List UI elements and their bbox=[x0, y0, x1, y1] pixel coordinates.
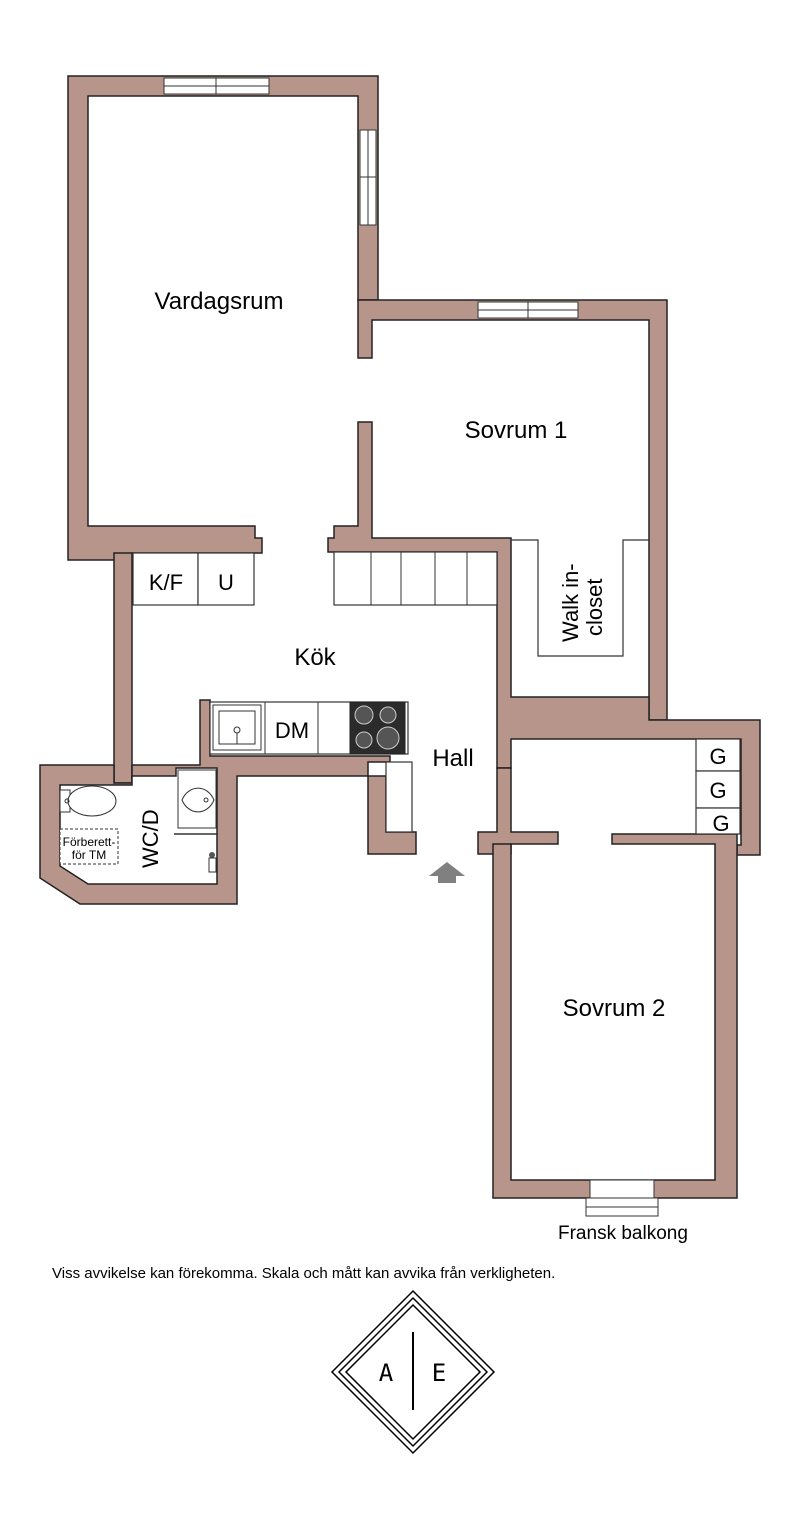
g-label-1: G bbox=[709, 744, 726, 769]
living-room-walls bbox=[67, 75, 379, 561]
logo-letter-e: E bbox=[432, 1359, 446, 1387]
kitchen-left-wall bbox=[113, 552, 133, 784]
kf-label: K/F bbox=[149, 570, 183, 595]
walk-in-closet bbox=[511, 539, 649, 657]
room-label-living: Vardagsrum bbox=[155, 288, 284, 315]
window-living-right bbox=[359, 129, 377, 226]
g-label-3: G bbox=[712, 811, 729, 836]
window-living-top bbox=[163, 77, 270, 95]
sink-icon bbox=[212, 704, 262, 751]
wardrobe-g: G G G bbox=[695, 738, 741, 836]
room-label-bedroom1: Sovrum 1 bbox=[465, 417, 568, 444]
room-label-hall: Hall bbox=[432, 745, 473, 772]
room-label-kitchen: Kök bbox=[294, 644, 336, 671]
walkin-line2: closet bbox=[582, 579, 607, 636]
hall-right-wall bbox=[477, 767, 559, 855]
bedroom1-lower-wall bbox=[327, 421, 761, 856]
logo-letter-a: A bbox=[379, 1359, 394, 1387]
g-label-2: G bbox=[709, 778, 726, 803]
walkin-line1: Walk in- bbox=[558, 563, 583, 642]
ae-logo: A E bbox=[330, 1289, 496, 1455]
washbasin-icon bbox=[177, 769, 217, 829]
french-balcony bbox=[585, 1179, 659, 1217]
shower-icon bbox=[208, 852, 217, 873]
stove-icon bbox=[349, 701, 406, 755]
kitchen-counter: DM bbox=[209, 701, 409, 755]
disclaimer-text: Viss avvikelse kan förekomma. Skala och … bbox=[52, 1265, 556, 1282]
hall-cupboard bbox=[385, 761, 413, 833]
wc-label: WC/D bbox=[138, 809, 163, 868]
wardrobe-row bbox=[333, 551, 498, 606]
toilet-icon bbox=[59, 785, 117, 817]
u-label: U bbox=[218, 570, 234, 595]
tm-line1: Förberett- bbox=[63, 835, 116, 849]
tm-line2: för TM bbox=[72, 848, 106, 862]
entrance-arrow-icon bbox=[429, 862, 465, 883]
bedroom1-walls bbox=[357, 299, 668, 721]
washing-machine-spot bbox=[59, 828, 119, 865]
room-label-bedroom2: Sovrum 2 bbox=[563, 995, 666, 1022]
fridge-freezer: K/F bbox=[132, 552, 199, 606]
french-balcony-label: Fransk balkong bbox=[558, 1223, 688, 1244]
dm-label: DM bbox=[275, 718, 309, 743]
window-bedroom1-top bbox=[477, 301, 579, 319]
oven: U bbox=[197, 552, 255, 606]
